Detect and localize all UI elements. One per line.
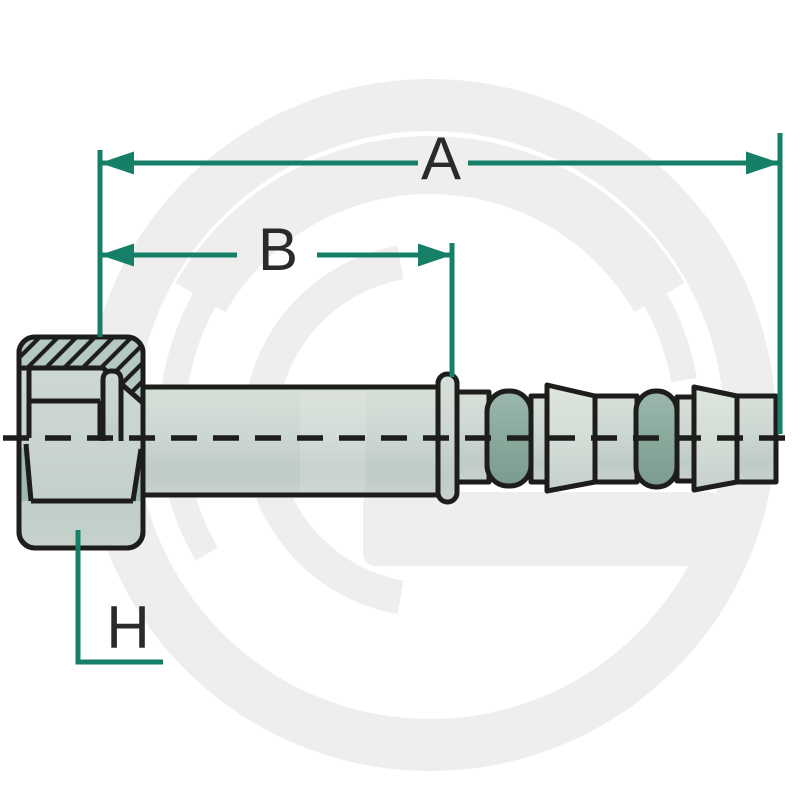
dimension-b [100, 243, 455, 377]
dimension-h [75, 530, 163, 665]
hose-tail [140, 371, 779, 505]
dim-label-b: B [258, 216, 298, 283]
watermark-crossbar [363, 492, 720, 566]
dimension-a [97, 133, 783, 434]
fitting-nut [16, 334, 146, 551]
dim-h-leader [75, 530, 163, 665]
nut-inner-pin [100, 368, 124, 441]
dim-label-h: H [106, 594, 149, 661]
shank-tube [140, 384, 443, 498]
fitting-drawing [16, 334, 779, 551]
dim-b-arrow-left [100, 243, 134, 267]
dimensions [75, 133, 783, 665]
dim-a-arrow-left [100, 151, 134, 175]
nut-outline-restroke [16, 334, 146, 551]
nut-chamfer-right [130, 448, 144, 502]
dim-a-arrow-right [746, 151, 780, 175]
nut-thread-hatch [19, 337, 143, 403]
shank-highlight [300, 391, 366, 491]
dim-label-a: A [421, 125, 461, 192]
dim-b-arrow-right [418, 243, 452, 267]
nut-hatch-boundary [19, 365, 145, 405]
nut-chamfer-left [23, 443, 34, 502]
watermark-top-wedge [175, 136, 685, 312]
